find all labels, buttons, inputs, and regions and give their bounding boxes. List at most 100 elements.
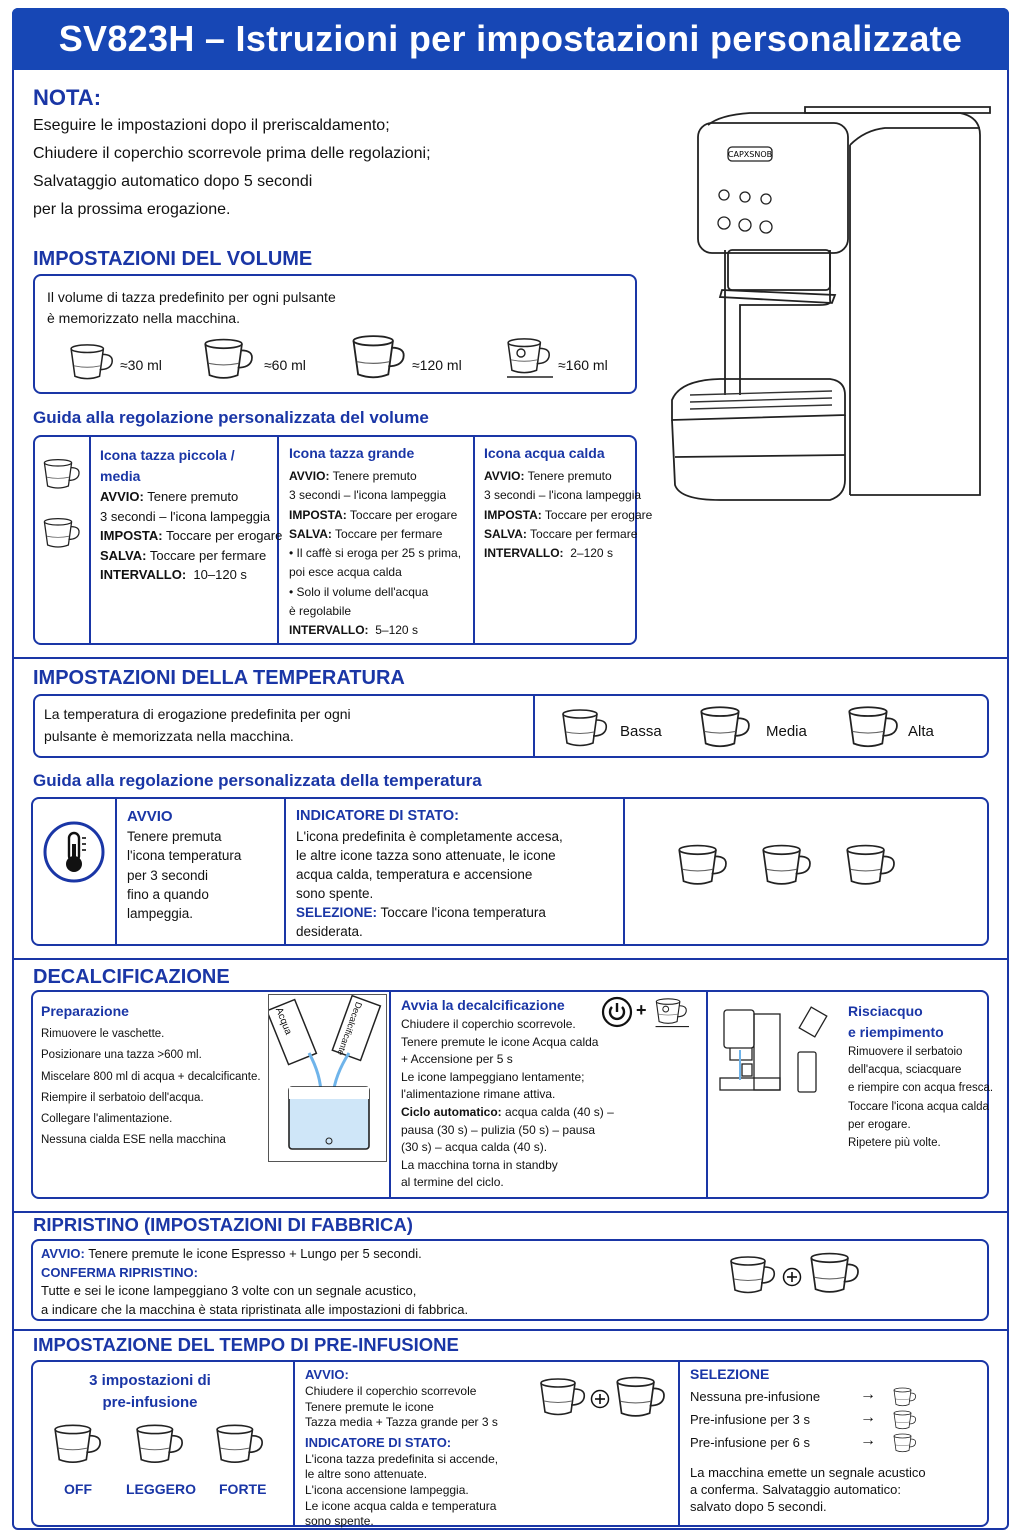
nota-line: Eseguire le impostazioni dopo il prerisc… [33, 117, 390, 134]
section-divider [14, 1329, 1007, 1331]
arrow-icon: → [860, 1386, 876, 1403]
cup-icon [202, 337, 256, 381]
col1-body: AVVIO: Tenere premuto 3 secondi – l'icon… [100, 489, 283, 582]
lungo-cup-icon [808, 1250, 862, 1296]
cup-icon [760, 842, 814, 888]
thermometer-icon [42, 820, 106, 884]
machine-brand: CAPXSNOB [728, 150, 772, 159]
medium-cup-icon [42, 515, 82, 551]
cup-icon [68, 343, 116, 381]
divider [277, 437, 279, 643]
cup-volume-label: ≈30 ml [120, 357, 162, 373]
volume-box [33, 274, 637, 394]
temp-indicator-title: INDICATORE DI STATO: [296, 808, 459, 824]
temp-level-label: Alta [908, 723, 934, 740]
preinfusion-option: FORTE [219, 1481, 267, 1497]
preinfusion-selezione-item: Pre-infusione per 6 s [690, 1435, 810, 1450]
temperature-guide-heading: Guida alla regolazione personalizzata de… [33, 771, 482, 790]
cup-icon [892, 1387, 918, 1407]
prep-body: Rimuovere le vaschette.Posizionare una t… [41, 1028, 261, 1147]
page-title: SV823H – Istruzioni per impostazioni per… [12, 8, 1009, 70]
cup-icon [892, 1433, 918, 1453]
divider [623, 799, 625, 944]
preinfusion-box [31, 1360, 989, 1527]
nota-line: Salvataggio automatico dopo 5 secondi [33, 173, 313, 190]
temp-level-label: Bassa [620, 723, 662, 740]
plus-icon [590, 1389, 610, 1409]
col3-title: Icona acqua calda [484, 445, 605, 461]
start-descaling-body: Chiudere il coperchio scorrevole.Tenere … [401, 1017, 614, 1190]
temperature-guide-box [31, 797, 989, 946]
temp-level-label: Media [766, 723, 807, 740]
section-divider [14, 958, 1007, 960]
reset-heading: RIPRISTINO (IMPOSTAZIONI DI FABBRICA) [33, 1214, 413, 1235]
cup-icon [892, 1410, 918, 1430]
cup-icon [676, 842, 730, 888]
nota-line: per la prossima erogazione. [33, 201, 231, 218]
divider [115, 799, 117, 944]
plus-icon [782, 1267, 802, 1287]
preinfusion-option: OFF [64, 1481, 92, 1497]
divider [89, 437, 91, 643]
preinfusion-selezione-item: Nessuna pre-infusione [690, 1389, 821, 1404]
col2-body: AVVIO: Tenere premuto 3 secondi – l'icon… [289, 469, 462, 638]
section-divider [14, 657, 1007, 659]
rinse-illustration [718, 1002, 838, 1098]
divider [473, 437, 475, 643]
preinfusion-selezione-item: Pre-infusione per 3 s [690, 1412, 810, 1427]
coffee-machine-illustration: CAPXSNOB [660, 95, 1000, 515]
plus-sign: + [636, 1000, 647, 1020]
temp-indicator-body: L'icona predefinita è completamente acce… [296, 829, 563, 939]
hot-water-icon [654, 996, 692, 1028]
preinfusion-avvio: AVVIO: Chiudere il coperchio scorrevole … [305, 1367, 499, 1529]
preinfusion-heading: IMPOSTAZIONE DEL TEMPO DI PRE-INFUSIONE [33, 1334, 459, 1355]
divider [389, 992, 391, 1197]
cup-icon [846, 705, 901, 749]
col3-body: AVVIO: Tenere premuto 3 secondi – l'icon… [484, 469, 653, 561]
arrow-icon: → [860, 1409, 876, 1426]
cup-volume-label: ≈120 ml [412, 357, 462, 373]
cup-icon [698, 705, 753, 749]
reset-body: AVVIO: Tenere premute le icone Espresso … [41, 1246, 469, 1317]
prep-title: Preparazione [41, 1003, 129, 1019]
reset-box [31, 1239, 989, 1321]
temperature-box [33, 694, 989, 758]
temp-avvio-title: AVVIO [127, 808, 173, 825]
divider [284, 799, 286, 944]
volume-desc: Il volume di tazza predefinito per ogni … [47, 289, 336, 305]
divider [678, 1362, 680, 1525]
descaling-box [31, 990, 989, 1199]
divider [706, 992, 708, 1197]
cup-icon [134, 1422, 186, 1466]
start-descaling-title: Avvia la decalcificazione [401, 997, 565, 1013]
section-divider [14, 1211, 1007, 1213]
cup-icon [214, 1422, 266, 1466]
cup-volume-label: ≈60 ml [264, 357, 306, 373]
volume-desc: è memorizzato nella macchina. [47, 310, 240, 326]
divider [293, 1362, 295, 1525]
cup-icon [560, 708, 610, 748]
volume-guide-box [33, 435, 637, 645]
cup-volume-label: ≈160 ml [558, 357, 608, 373]
cup-icon [350, 333, 408, 381]
preinfusion-option: LEGGERO [126, 1481, 197, 1497]
cup-icon [52, 1422, 104, 1466]
arrow-icon: → [860, 1432, 876, 1449]
col2-title: Icona tazza grande [289, 445, 415, 461]
temperature-desc: La temperatura di erogazione predefinita… [44, 706, 351, 744]
volume-heading: IMPOSTAZIONI DEL VOLUME [33, 248, 313, 270]
nota-heading: NOTA: [33, 85, 102, 110]
nota-line: Chiudere il coperchio scorrevole prima d… [33, 145, 431, 162]
col1-title: Icona tazza piccola /media [100, 447, 235, 484]
medium-cup-icon [538, 1376, 588, 1418]
power-icon [601, 996, 633, 1028]
temperature-heading: IMPOSTAZIONI DELLA TEMPERATURA [33, 667, 405, 689]
descaling-illustration [268, 994, 387, 1162]
descaling-heading: DECALCIFICAZIONE [33, 966, 230, 988]
large-cup-icon [614, 1374, 668, 1420]
